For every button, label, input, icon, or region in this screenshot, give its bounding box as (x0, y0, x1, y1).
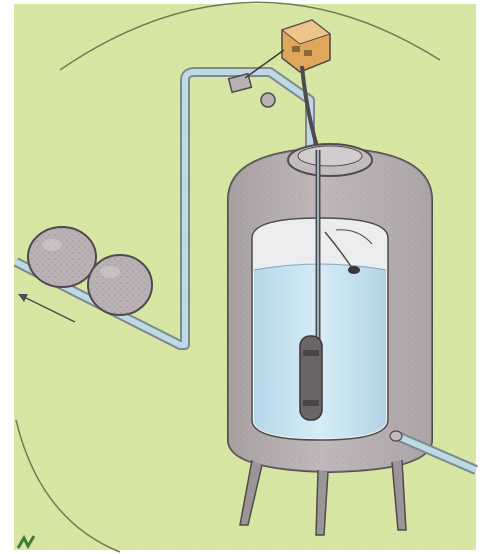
submersible-pump (300, 336, 322, 420)
float-switch-icon (348, 266, 360, 274)
pressure-gauge-icon (261, 93, 275, 107)
pressure-sphere-left (28, 227, 96, 287)
pressure-sphere-right (88, 255, 152, 315)
